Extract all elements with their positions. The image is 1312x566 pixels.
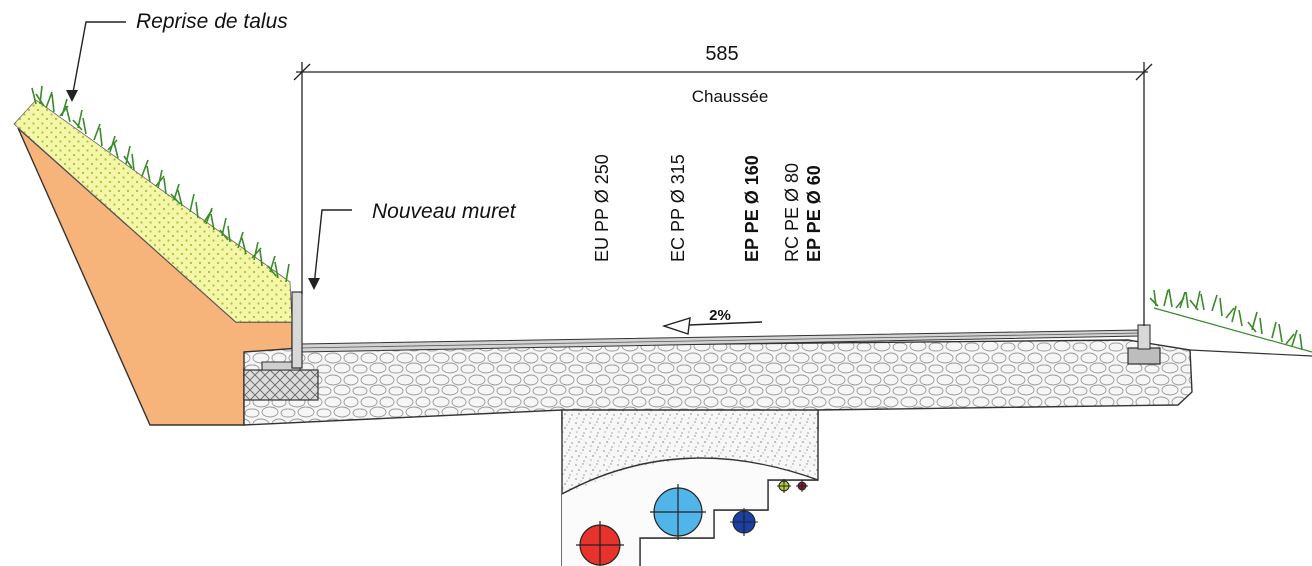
topsoil-layer — [13, 99, 293, 323]
pipe-label-eu: EU PP Ø 250 — [592, 154, 612, 262]
road-base-gravel — [243, 339, 1193, 431]
pipe-label-rc: RC PE Ø 80 — [782, 163, 802, 262]
pipe-ep-60 — [796, 480, 808, 492]
pipe-labels: EU PP Ø 250 EC PP Ø 315 EP PE Ø 160 RC P… — [592, 154, 824, 262]
pipe-label-ep60: EP PE Ø 60 — [804, 165, 824, 262]
grass-embankment — [31, 85, 290, 283]
kerb-footing — [243, 369, 319, 401]
dimension-line — [293, 62, 1153, 326]
talus-leader — [71, 21, 126, 99]
grass-right — [1149, 288, 1312, 353]
muret-label: Nouveau muret — [372, 200, 517, 223]
pipe-label-ec: EC PP Ø 315 — [668, 154, 688, 262]
pipe-eu-250 — [576, 521, 624, 566]
muret-leader — [313, 209, 352, 287]
talus-leader-arrow — [66, 90, 78, 102]
pavement-line — [299, 332, 1141, 349]
pipe-rc-80 — [777, 479, 791, 493]
talus-label: Reprise de talus — [136, 10, 288, 33]
pipe-ep-160 — [730, 508, 758, 536]
nouveau-muret — [291, 291, 303, 369]
slope-label: 2% — [709, 307, 731, 324]
dimension-value: 585 — [705, 43, 738, 65]
right-kerb — [1127, 347, 1161, 365]
right-ground-line — [1189, 349, 1312, 357]
muret-leader-arrow — [308, 278, 320, 290]
kerb-base — [261, 361, 301, 371]
chaussee-label: Chaussée — [692, 87, 769, 106]
pipe-label-ep160: EP PE Ø 160 — [742, 155, 762, 262]
slope-arrow — [661, 317, 763, 335]
pipe-ec-315 — [650, 484, 706, 540]
